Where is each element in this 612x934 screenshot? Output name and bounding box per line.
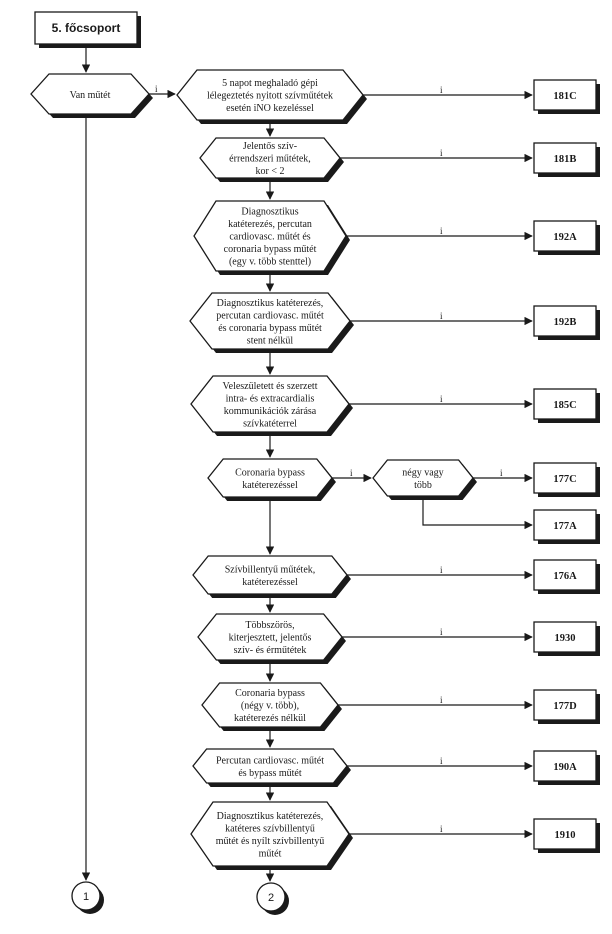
decision-0-line-0: 5 napot meghaladó gépi xyxy=(222,78,318,89)
code-box-10: 1910 xyxy=(533,818,600,853)
code-box-2-text: 192A xyxy=(553,232,577,243)
decision-2-yes-label: i xyxy=(440,226,443,236)
decision-7-line-2: szív- és érműtétek xyxy=(234,645,307,656)
decision-3-yes-label: i xyxy=(440,311,443,321)
code-box-2: 192A xyxy=(533,220,600,255)
decision-9-line-1: és bypass műtét xyxy=(238,768,302,779)
decision-10-line-3: műtét xyxy=(259,848,282,859)
code-box-6-text: 176A xyxy=(553,571,577,582)
decision-3: Diagnosztikus katéterezés,percutan cardi… xyxy=(189,292,354,353)
start-decision: Van műtét xyxy=(30,73,153,118)
title-box: 5. főcsoport xyxy=(34,11,141,48)
decision-10-line-1: katéteres szívbillentyű xyxy=(225,823,315,834)
decision-5-line-0: Coronaria bypass xyxy=(235,467,305,478)
decision-6-line-1: katéterezéssel xyxy=(242,577,298,588)
decision-8-line-1: (négy v. több), xyxy=(241,701,299,712)
code-box-9: 190A xyxy=(533,750,600,785)
decision-7-yes-label: i xyxy=(440,627,443,637)
decision-0-yes-label: i xyxy=(440,85,443,95)
decision-7: Többszörös, kiterjesztett, jelentősszív- … xyxy=(197,613,346,664)
decision-2-line-1: katéterezés, percutan xyxy=(228,219,312,230)
code-box-0: 181C xyxy=(533,79,600,114)
decision-1: Jelentős szív-érrendszeri műtétek,kor < … xyxy=(199,137,344,182)
code-box-7: 1930 xyxy=(533,621,600,656)
decision-5-sub: négy vagy több xyxy=(372,459,477,500)
code-box-6: 176A xyxy=(533,559,600,594)
decision-6-yes-label: i xyxy=(440,565,443,575)
code-box-5-sub: 177C xyxy=(533,462,600,497)
decision-3-line-0: Diagnosztikus katéterezés, xyxy=(217,298,324,309)
decision-2-line-0: Diagnosztikus xyxy=(241,207,298,218)
decision-2-line-4: (egy v. több stenttel) xyxy=(229,257,311,268)
decision-3-line-3: stent nélkül xyxy=(247,335,294,346)
decision-6-line-0: Szívbillentyű műtétek, xyxy=(225,564,316,575)
connector-2-label: 2 xyxy=(268,892,274,904)
decision-0: 5 napot meghaladó gépi lélegeztetés nyito… xyxy=(176,69,367,124)
decision-5-line-1: katéterezéssel xyxy=(242,480,298,491)
decision-6: Szívbillentyű műtétek, katéterezéssel xyxy=(192,555,351,598)
decision-4-line-1: intra- és extracardialis xyxy=(226,393,315,404)
decision-7-line-1: kiterjesztett, jelentős xyxy=(229,633,312,644)
title-text: 5. főcsoport xyxy=(52,21,121,35)
decision-4-yes-label: i xyxy=(440,394,443,404)
decision-10-line-0: Diagnosztikus katéterezés, xyxy=(217,811,324,822)
decision-5-sub-line-0: négy vagy xyxy=(402,467,443,478)
decision-8-line-2: katéterezés nélkül xyxy=(234,713,306,724)
code-box-5-alt-text: 177A xyxy=(553,521,577,532)
decision-5-sub-line-1: több xyxy=(414,480,432,491)
connector-2: 2 xyxy=(256,882,289,915)
decision-9: Percutan cardiovasc. műtét és bypass műté… xyxy=(192,748,351,787)
start-yes-label: i xyxy=(155,84,158,94)
code-box-9-text: 190A xyxy=(553,762,577,773)
decision-0-line-2: esetén iNO kezeléssel xyxy=(226,103,314,114)
code-box-5-sub-text: 177C xyxy=(553,474,576,485)
decision-1-line-0: Jelentős szív- xyxy=(243,141,297,152)
start-label: Van műtét xyxy=(70,90,111,101)
code-box-3-text: 192B xyxy=(554,317,577,328)
flow-nodes: i 5 napot meghaladó gépi lélegeztetés nyit… xyxy=(155,69,600,870)
decision-5-yes-label: i xyxy=(350,468,353,478)
decision-5-sub-yes-label: i xyxy=(500,468,503,478)
connector-1-label: 1 xyxy=(83,891,89,903)
decision-4-line-3: szívkatéterrel xyxy=(243,418,297,429)
code-box-1: 181B xyxy=(533,142,600,177)
decision-4-line-2: kommunikációk zárása xyxy=(224,406,317,417)
code-box-5-alt: 177A xyxy=(533,509,600,544)
code-box-4-text: 185C xyxy=(553,400,576,411)
decision-2-line-3: coronaria bypass műtét xyxy=(224,244,317,255)
code-box-3: 192B xyxy=(533,305,600,340)
decision-3-line-1: percutan cardiovasc. műtét xyxy=(216,310,324,321)
code-box-7-text: 1930 xyxy=(555,633,576,644)
decision-4-line-0: Veleszületett és szerzett xyxy=(223,381,318,392)
decision-5: Coronaria bypass katéterezéssel xyxy=(207,458,336,501)
decision-8-yes-label: i xyxy=(440,695,443,705)
decision-1-line-1: érrendszeri műtétek, xyxy=(229,154,311,165)
decision-0-line-1: lélegeztetés nyitott szívműtétek xyxy=(207,91,333,102)
decision-10-yes-label: i xyxy=(440,824,443,834)
decision-3-line-2: és coronaria bypass műtét xyxy=(218,323,322,334)
decision-8-line-0: Coronaria bypass xyxy=(235,688,305,699)
code-box-8: 177D xyxy=(533,689,600,724)
decision-1-line-2: kor < 2 xyxy=(256,166,285,177)
decision-10-line-2: műtét és nyílt szívbillentyű xyxy=(216,836,325,847)
decision-1-yes-label: i xyxy=(440,148,443,158)
code-box-10-text: 1910 xyxy=(555,830,576,841)
code-box-4: 185C xyxy=(533,388,600,423)
decision-10: Diagnosztikus katéterezés,katéteres szív… xyxy=(190,801,353,870)
code-box-8-text: 177D xyxy=(553,701,577,712)
connector-1: 1 xyxy=(71,881,104,914)
decision-8: Coronaria bypass (négy v. több),katéterez… xyxy=(201,682,342,731)
decision-7-line-0: Többszörös, xyxy=(245,620,294,631)
code-box-1-text: 181B xyxy=(554,154,577,165)
decision-9-yes-label: i xyxy=(440,756,443,766)
decision-2-line-2: cardiovasc. műtét és xyxy=(229,232,310,243)
code-box-0-text: 181C xyxy=(553,91,576,102)
decision-9-line-0: Percutan cardiovasc. műtét xyxy=(216,755,324,766)
